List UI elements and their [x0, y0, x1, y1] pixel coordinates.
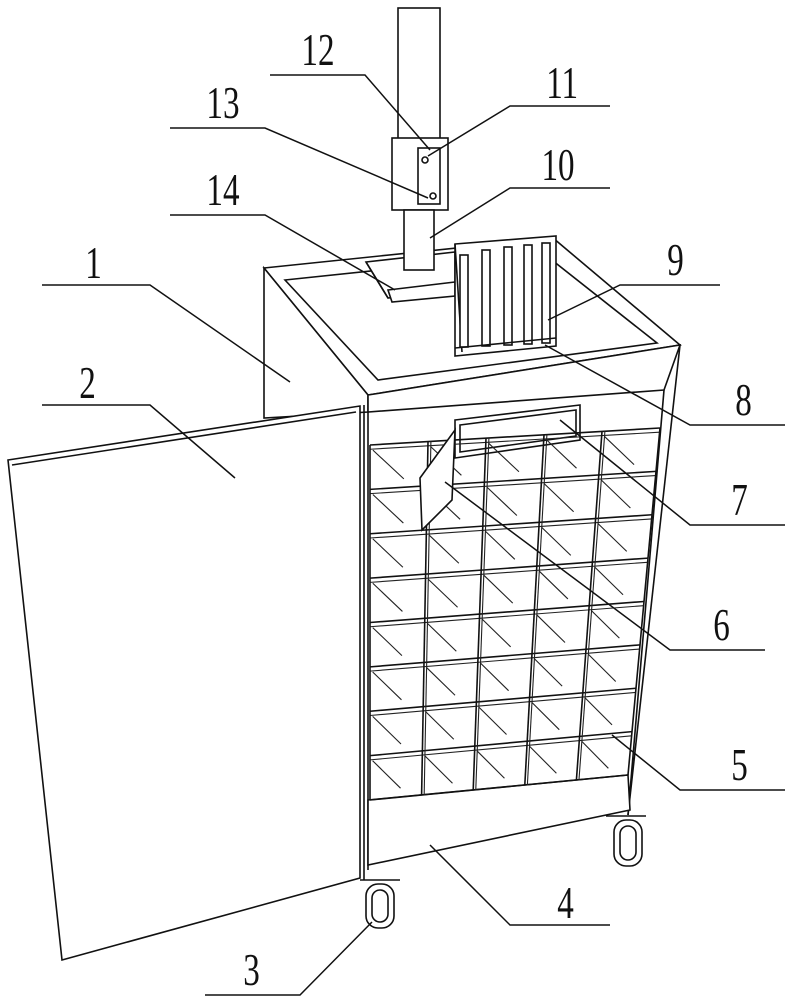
grid-cell-depth-line	[541, 527, 572, 556]
grid-row-line	[369, 470, 657, 491]
label-9: 9	[667, 234, 684, 286]
wheel-front-left	[360, 879, 400, 929]
grid-row-line	[369, 557, 649, 579]
tube-4	[523, 244, 533, 345]
grid-col-inner-line	[526, 434, 548, 785]
grid-cell-depth-line	[476, 750, 505, 779]
grid-row-inner-line	[369, 518, 652, 539]
grid-cell-depth-line	[591, 610, 620, 639]
grid-row-line	[369, 427, 661, 446]
label-5: 5	[731, 739, 748, 791]
cabinet-body	[262, 237, 682, 880]
label-2: 2	[79, 357, 96, 409]
grid-cell-depth-line	[427, 578, 458, 608]
label-11: 11	[546, 57, 578, 109]
tube-3	[503, 246, 513, 346]
grid-cell-depth-line	[424, 755, 453, 784]
grid-cell-depth-line	[425, 711, 455, 740]
lifting-column	[391, 7, 449, 271]
tube-rack	[454, 235, 557, 357]
grid-cell-depth-line	[546, 439, 577, 469]
grid-row-line	[369, 513, 653, 535]
grid-cell-depth-line	[587, 653, 617, 682]
grid-row-line	[369, 600, 645, 624]
grid-row-inner-line	[369, 648, 640, 672]
upper-drawer-frame	[454, 404, 581, 459]
grid-cell-depth-line	[529, 745, 557, 774]
grid-cell-depth-line	[534, 658, 563, 687]
label-7: 7	[731, 474, 748, 526]
grid-col-inner-line	[475, 438, 490, 790]
label-1: 1	[85, 237, 102, 289]
grid-cell-depth-line	[372, 449, 405, 480]
grid-cell-depth-line	[538, 570, 569, 600]
label-13: 13	[206, 77, 239, 129]
grid-cell-depth-line	[372, 760, 401, 789]
grid-cell-depth-line	[536, 614, 566, 643]
grid-cell-depth-line	[372, 538, 404, 568]
label-14: 14	[206, 164, 239, 216]
grid-row-line	[369, 644, 641, 668]
grid-col-line	[575, 431, 603, 781]
part-labels: 1 2 3 4 5 6 7 8 9 10 11 12 13 14	[79, 24, 752, 996]
grid-cell-depth-line	[581, 741, 609, 769]
leader-lines	[42, 74, 785, 996]
label-8: 8	[735, 374, 752, 426]
grid-cell-depth-line	[597, 523, 628, 552]
storage-grid	[369, 427, 661, 801]
label-4: 4	[557, 877, 574, 929]
door-panel	[7, 405, 361, 962]
grid-cell-depth-line	[481, 618, 512, 648]
label-12: 12	[301, 24, 334, 76]
grid-cell-depth-line	[594, 566, 624, 596]
grid-row-inner-line	[369, 561, 648, 583]
label-3: 3	[243, 944, 260, 996]
grid-cell-depth-line	[485, 530, 516, 560]
grid-cell-depth-line	[427, 622, 457, 652]
grid-row-inner-line	[369, 474, 656, 495]
grid-cell-depth-line	[483, 574, 514, 604]
grid-cell-depth-line	[604, 436, 635, 466]
grid-row-line	[369, 730, 633, 757]
grid-cell-depth-line	[372, 671, 402, 701]
inclined-plate	[419, 427, 456, 532]
grid-cell-depth-line	[428, 534, 460, 564]
grid-col-line	[524, 434, 545, 786]
grid-cell-depth-line	[488, 442, 520, 473]
grid-row-inner-line	[369, 735, 632, 761]
grid-cell-depth-line	[372, 494, 404, 524]
wheel-back-right	[606, 815, 646, 867]
grid-cell-depth-line	[531, 702, 560, 731]
tube-5	[541, 242, 551, 344]
label-10: 10	[541, 139, 574, 191]
grid-row-inner-line	[369, 605, 644, 628]
grid-cell-depth-line	[478, 706, 507, 735]
label-6: 6	[713, 599, 730, 651]
grid-cell-depth-line	[480, 662, 509, 692]
grid-cell-depth-line	[600, 479, 631, 509]
tube-2	[481, 249, 491, 347]
grid-row-line	[369, 687, 637, 713]
tube-1	[459, 254, 469, 348]
grid-cell-depth-line	[372, 627, 403, 657]
grid-col-line	[472, 438, 487, 791]
grid-cell-depth-line	[486, 486, 518, 516]
grid-col-inner-line	[578, 431, 606, 780]
grid-row-inner-line	[369, 431, 660, 450]
caster-wheels	[360, 815, 646, 929]
grid-cell-depth-line	[372, 715, 402, 745]
grid-cell-depth-line	[584, 697, 613, 726]
grid-col-line	[627, 427, 661, 776]
grid-cell-depth-line	[372, 582, 403, 612]
grid-row-inner-line	[369, 691, 636, 717]
grid-cell-depth-line	[543, 483, 575, 513]
grid-cell-depth-line	[426, 667, 456, 696]
grid-row-line	[369, 774, 629, 801]
